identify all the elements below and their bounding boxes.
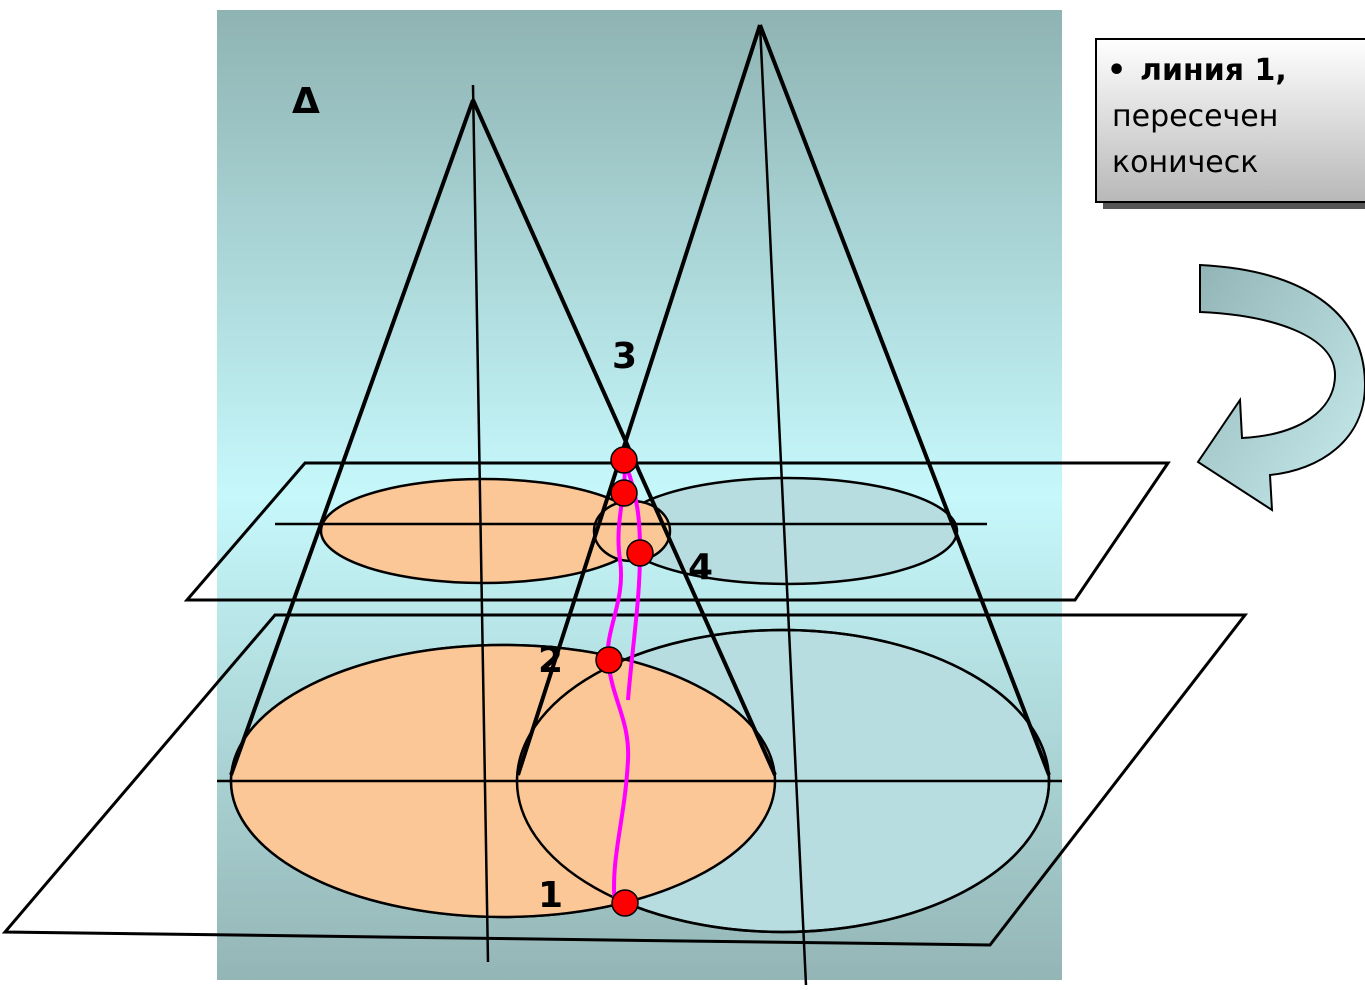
- left-cone-left-edge: [229, 99, 475, 776]
- right-cone-right-edge: [758, 24, 1051, 776]
- point-label-3: 3: [612, 336, 637, 377]
- point-1: [611, 889, 639, 917]
- point-label-1: 1: [538, 875, 563, 916]
- callout-bullet: •: [1107, 53, 1126, 88]
- right-cone-left-edge: [516, 24, 762, 776]
- point-label-2: 2: [538, 640, 563, 681]
- panel-label: Δ: [292, 81, 320, 122]
- point-4: [626, 539, 654, 567]
- point-upper-mid: [610, 479, 638, 507]
- curved-arrow-icon: [1196, 263, 1365, 512]
- cutting-plane: [183, 461, 1171, 602]
- base-plane: [1, 613, 1249, 947]
- callout-line-3: коническ: [1112, 145, 1258, 180]
- callout-line-2: пересечен: [1112, 99, 1278, 134]
- left-cone-right-edge: [471, 99, 777, 776]
- point-label-4: 4: [688, 547, 713, 588]
- callout-box: [1095, 38, 1365, 203]
- point-3: [610, 446, 638, 474]
- left-cone-axis: [471, 84, 490, 963]
- callout-line-1: линия 1,: [1140, 53, 1287, 88]
- right-cone-axis: [758, 24, 808, 986]
- point-2: [595, 646, 623, 674]
